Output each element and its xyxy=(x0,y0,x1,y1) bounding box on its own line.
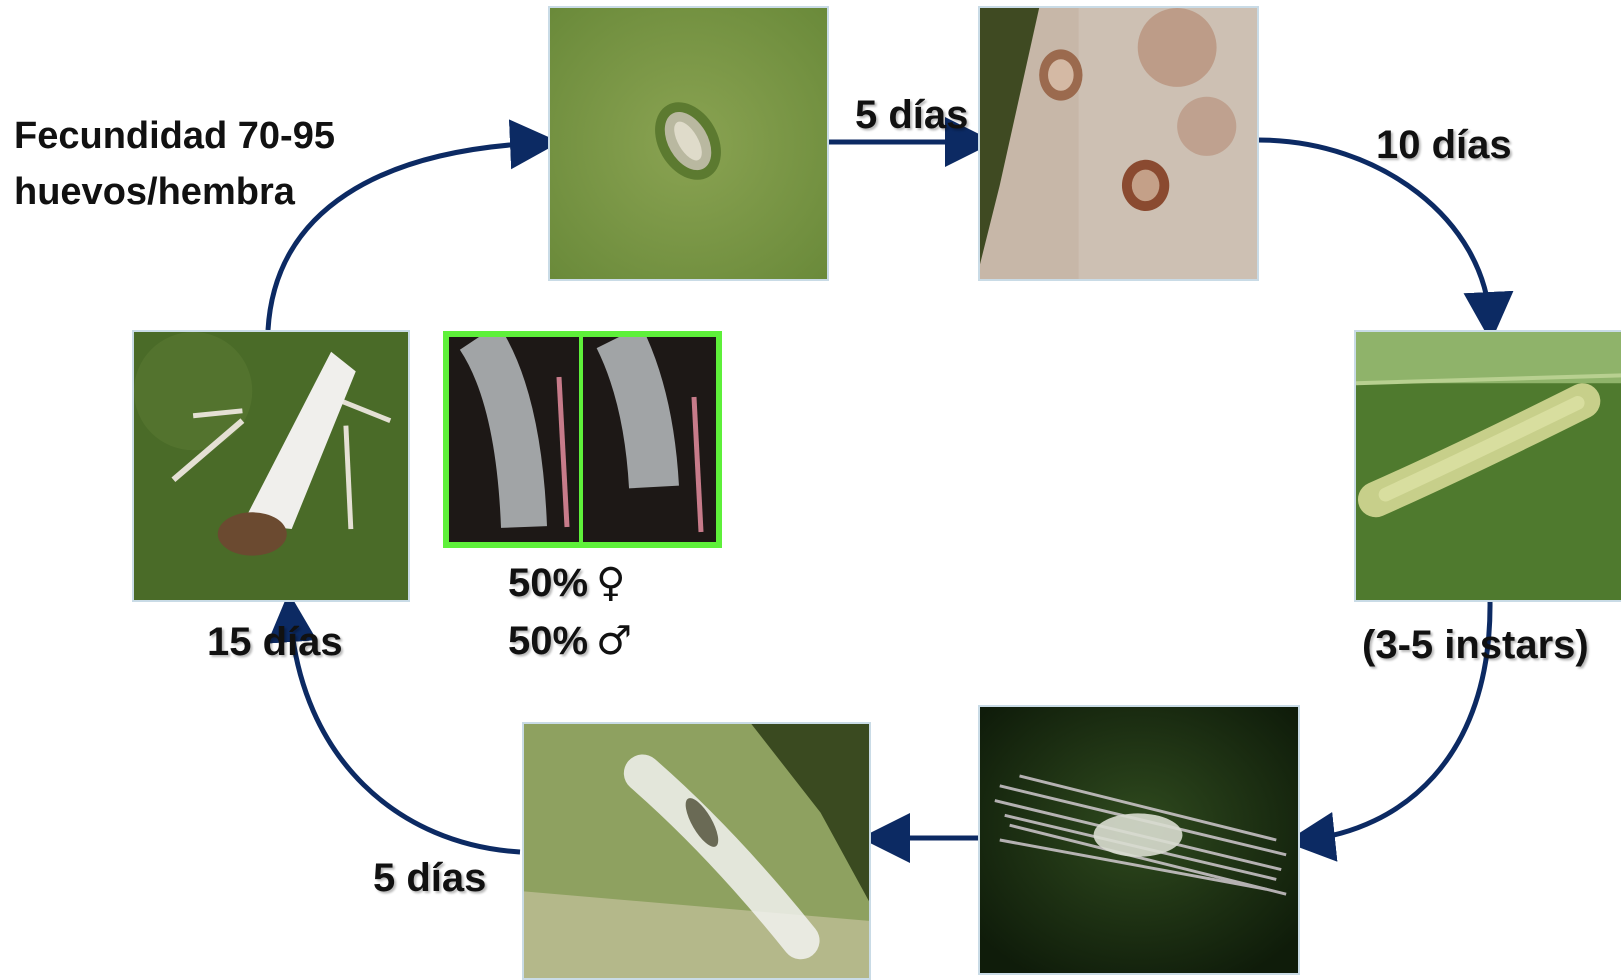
adult-moth-photo xyxy=(132,330,410,602)
larva-instars-label: (3-5 instars) xyxy=(1362,625,1589,665)
male-ratio-label: 50%♂ xyxy=(508,621,632,661)
egg-photo xyxy=(548,6,829,281)
sex-comparison-photo xyxy=(443,331,722,548)
female-pct: 50% xyxy=(508,561,588,605)
pupa-photo xyxy=(522,722,871,980)
female-ratio-label: 50%♀ xyxy=(508,563,625,603)
larva-photo xyxy=(1354,330,1621,602)
pupa-to-adult-label: 5 días xyxy=(373,858,486,898)
hatched-egg-photo xyxy=(978,6,1259,281)
hatch-to-larva-label: 10 días xyxy=(1376,125,1512,165)
male-pct: 50% xyxy=(508,619,588,663)
fecundity-line-1: Fecundidad 70-95 xyxy=(14,108,335,164)
fecundity-line-2: huevos/hembra xyxy=(14,164,335,220)
fecundity-label: Fecundidad 70-95 huevos/hembra xyxy=(14,108,335,220)
female-symbol-icon: ♀ xyxy=(596,560,625,606)
male-symbol-icon: ♂ xyxy=(596,618,632,664)
cocoon-photo xyxy=(978,705,1300,975)
egg-to-hatch-label: 5 días xyxy=(855,95,968,135)
adult-duration-label: 15 días xyxy=(207,622,343,662)
arrow-hatch-to-larva xyxy=(1258,140,1490,322)
